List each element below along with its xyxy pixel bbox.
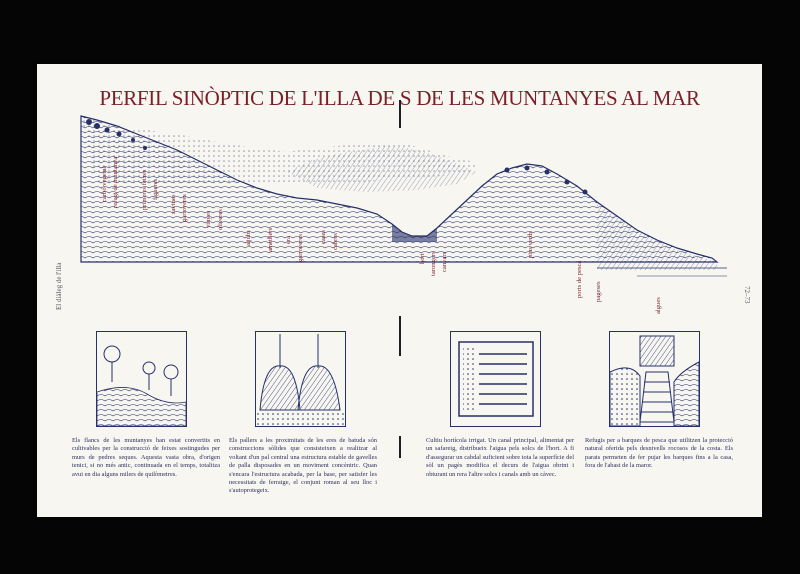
- page-title: PERFIL SINÒPTIC DE L'ILLA DE S DE LES MU…: [99, 86, 700, 110]
- profile-label: algues: [655, 297, 662, 314]
- profile-label: savines: [170, 194, 177, 214]
- profile-label: garroveres: [181, 194, 188, 222]
- profile-label: ports de pesca: [576, 260, 583, 298]
- profile-label: carbó vegetal: [101, 166, 108, 202]
- profile-label: era: [285, 235, 292, 244]
- profile-label: figueres: [152, 178, 159, 200]
- haystacks-vignette: [255, 331, 346, 427]
- garden-vignette: [450, 331, 541, 427]
- caption-haystacks: Els pallers a les proximitats de les ere…: [229, 437, 377, 495]
- caption-garden: Cultiu hortícola irrigat. Un canal princ…: [426, 437, 574, 478]
- profile-label: pageses: [595, 281, 602, 302]
- profile-label: primeres feixes: [141, 169, 148, 210]
- profile-label: refugi de muntanya: [112, 156, 119, 208]
- island-profile-illustration: [80, 115, 727, 277]
- caption-terraces: Els flancs de les muntanyes han estat co…: [72, 437, 220, 478]
- profile-label: vinyes: [205, 210, 212, 228]
- gutter-line: [399, 100, 401, 128]
- profile-label: garroveres: [297, 234, 304, 262]
- gutter-line: [399, 316, 401, 356]
- profile-label: cases: [320, 230, 327, 244]
- profile-label: hort: [419, 253, 426, 264]
- book-spread: PERFIL SINÒPTIC DE L'ILLA DE S DE LES MU…: [37, 64, 762, 517]
- profile-label: cabres: [332, 233, 339, 250]
- profile-label: oliveres: [217, 209, 224, 230]
- profile-label: ametllers: [267, 227, 274, 252]
- boat-shelters-vignette: [609, 331, 700, 427]
- page-numbers: 72–73: [743, 286, 751, 304]
- running-head-left: El diàleg de l'illa: [55, 262, 63, 310]
- gutter-line: [399, 436, 401, 458]
- terraces-vignette: [96, 331, 187, 427]
- profile-label: tarongers: [430, 251, 437, 276]
- profile-label: canyars: [441, 251, 448, 272]
- caption-boat-shelters: Refugis per a barques de pesca que utili…: [585, 437, 733, 470]
- profile-label: pins verds: [527, 231, 534, 258]
- profile-label: aljubs: [245, 230, 252, 246]
